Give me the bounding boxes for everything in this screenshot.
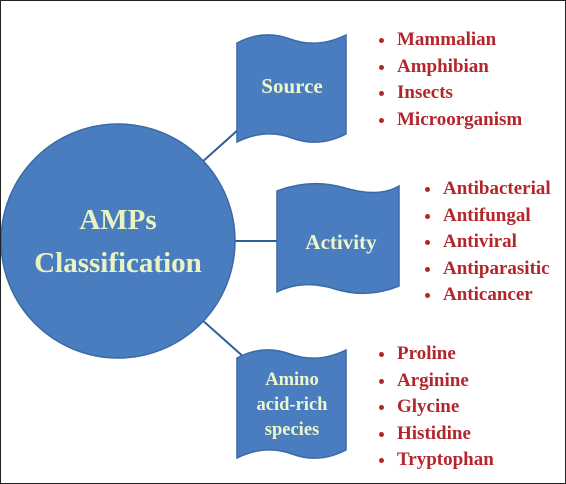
list-item: Arginine <box>377 368 494 395</box>
list-item: Histidine <box>377 421 494 448</box>
bullet-icon <box>379 378 384 384</box>
hub-title-line1: AMPs <box>79 204 156 236</box>
bullet-icon <box>379 431 384 437</box>
bullet-icon <box>379 458 384 463</box>
flag-amino-label-line1: Amino <box>265 370 318 390</box>
amino-list: Proline Arginine Glycine Histidine Trypt… <box>377 341 494 474</box>
list-item: Antiviral <box>423 229 551 256</box>
flag-activity <box>276 182 400 295</box>
connector-source <box>200 128 240 164</box>
list-item: Antifungal <box>423 203 551 230</box>
list-item: Mammalian <box>377 27 522 54</box>
flag-amino <box>236 348 347 460</box>
bullet-icon <box>379 64 384 70</box>
list-item: Antiparasitic <box>423 256 551 283</box>
bullet-icon <box>379 91 384 96</box>
flag-source <box>236 33 347 144</box>
connector-amino <box>200 318 247 360</box>
list-item: Glycine <box>377 394 494 421</box>
list-item: Amphibian <box>377 54 522 81</box>
bullet-icon <box>425 187 430 192</box>
bullet-icon <box>379 405 384 410</box>
hub-circle <box>1 123 236 359</box>
bullet-icon <box>379 38 384 43</box>
bullet-icon <box>379 117 384 123</box>
list-item: Insects <box>377 80 522 107</box>
flag-amino-label-line2: acid-rich <box>257 395 329 415</box>
bullet-icon <box>379 352 384 357</box>
bullet-icon <box>425 213 430 219</box>
list-item: Proline <box>377 341 494 368</box>
list-item: Antibacterial <box>423 176 551 203</box>
bullet-icon <box>425 266 430 272</box>
bullet-icon <box>425 240 430 245</box>
hub-title-line2: Classification <box>34 247 202 279</box>
list-item: Microorganism <box>377 107 522 134</box>
source-list: Mammalian Amphibian Insects Microorganis… <box>377 27 522 133</box>
flag-amino-label-line3: species <box>265 420 319 440</box>
bullet-icon <box>425 293 430 298</box>
activity-list: Antibacterial Antifungal Antiviral Antip… <box>423 176 551 309</box>
list-item: Tryptophan <box>377 447 494 474</box>
flag-source-label: Source <box>261 74 322 98</box>
list-item: Anticancer <box>423 282 551 309</box>
flag-activity-label: Activity <box>305 230 377 254</box>
